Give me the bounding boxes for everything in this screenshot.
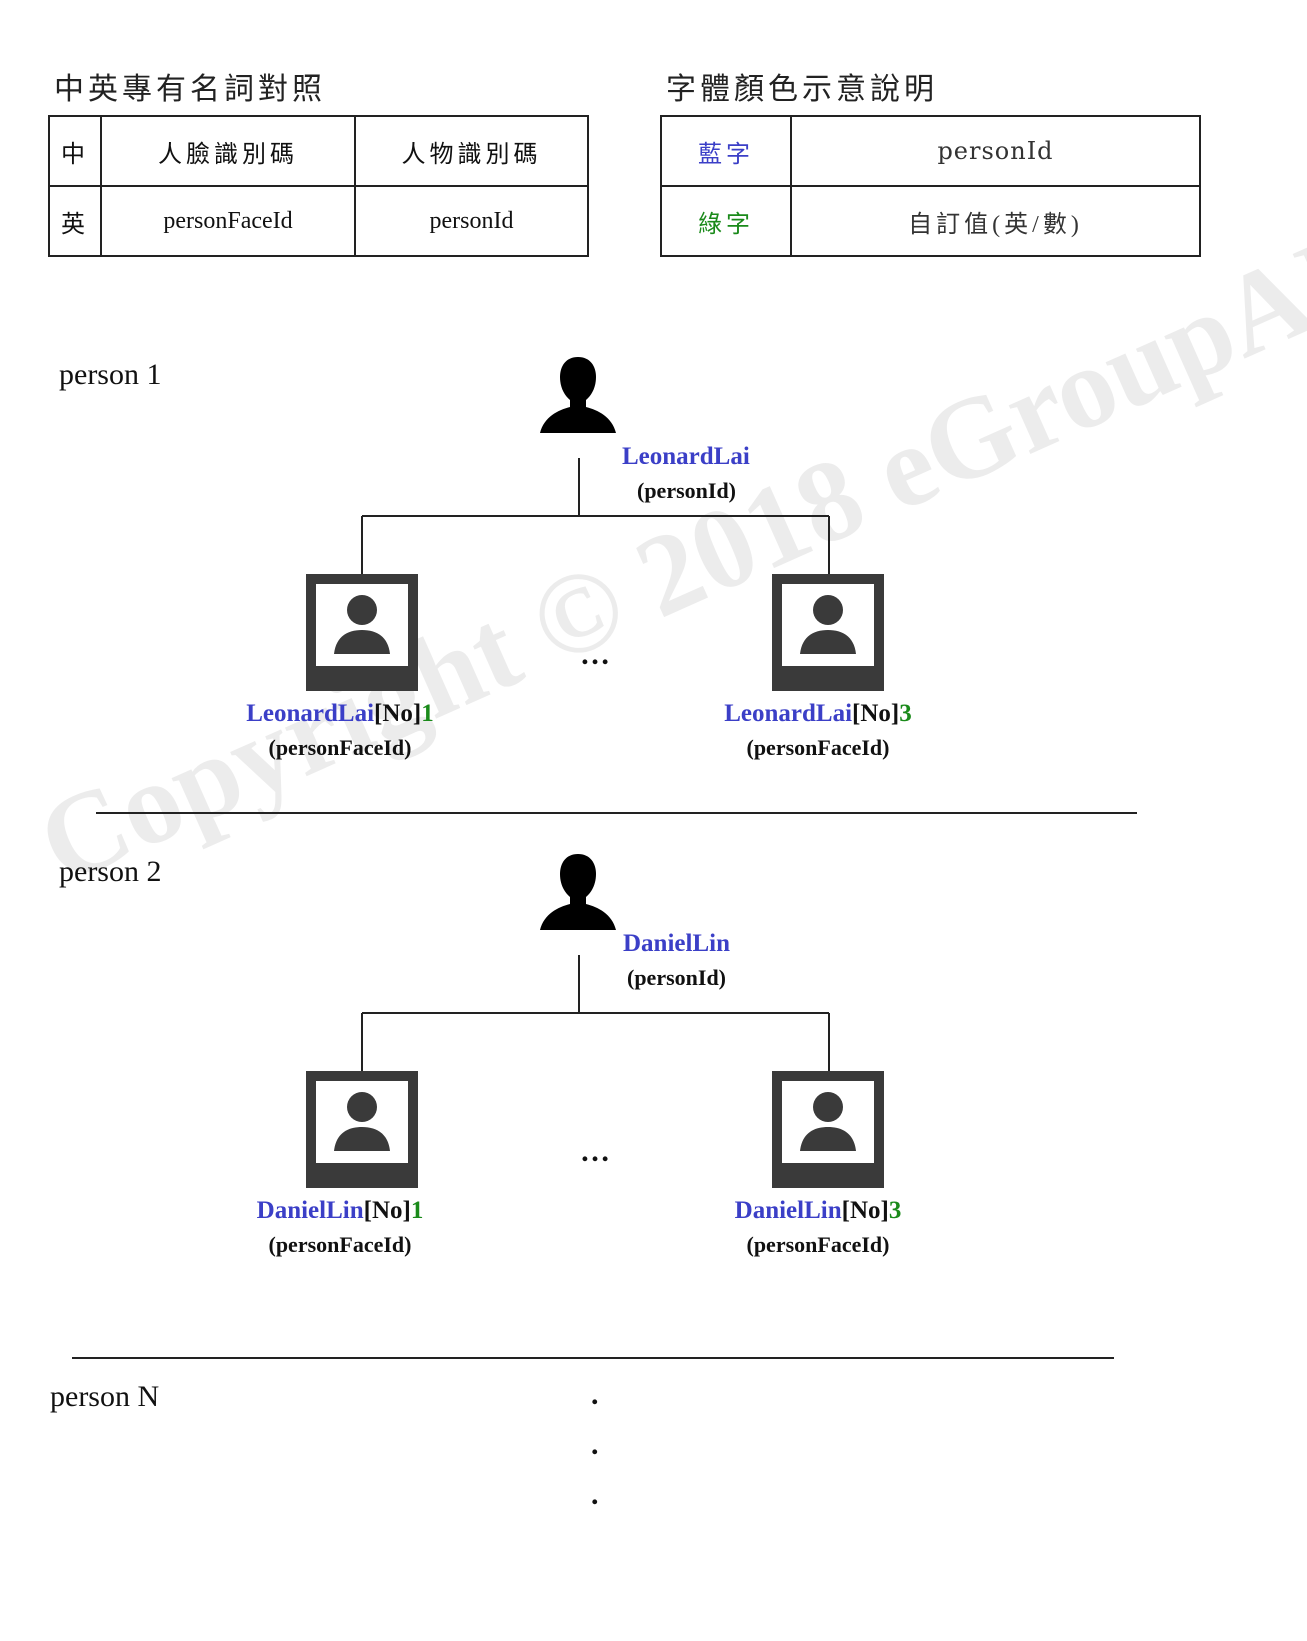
terms-cell: 中: [48, 115, 102, 187]
color-legend-blue: 藍字: [660, 115, 792, 187]
person-1-face-1-type: (personFaceId): [268, 735, 412, 760]
color-row-green: 綠字 自訂值(英/數): [660, 185, 1201, 257]
face-no-tag: [No]: [363, 1197, 411, 1224]
terms-cell: 人臉識別碼: [100, 115, 356, 187]
color-legend-green-desc: 自訂值(英/數): [790, 185, 1201, 257]
face-photo-icon: [306, 574, 418, 691]
face-person-id: DanielLin: [256, 1197, 364, 1224]
face-no-tag: [No]: [841, 1197, 889, 1224]
color-legend-green: 綠字: [660, 185, 792, 257]
ellipsis: …: [580, 638, 610, 671]
face-person-id: LeonardLai: [246, 700, 375, 727]
face-photo-icon: [772, 1071, 884, 1188]
color-table: 藍字 personId 綠字 自訂值(英/數): [660, 115, 1201, 257]
color-row-blue: 藍字 personId: [660, 115, 1201, 187]
terms-row-en: 英 personFaceId personId: [48, 185, 589, 257]
terms-row-zh: 中 人臉識別碼 人物識別碼: [48, 115, 589, 187]
person-2-face-1-caption: DanielLin[No]1: [243, 1197, 437, 1225]
face-number: 3: [899, 700, 912, 727]
vertical-dot: .: [591, 1378, 599, 1411]
person-1-face-3-type: (personFaceId): [746, 735, 890, 760]
person-silhouette-icon: [540, 854, 616, 930]
terms-cell: 英: [48, 185, 102, 257]
terms-cell: 人物識別碼: [354, 115, 589, 187]
color-table-title: 字體顏色示意說明: [666, 73, 938, 106]
person-1-face-3-caption: LeonardLai[No]3: [718, 700, 918, 728]
person-1-id-type: (personId): [637, 478, 737, 503]
face-no-tag: [No]: [374, 700, 422, 727]
person-n-label: person N: [50, 1380, 160, 1413]
terms-table-title: 中英專有名詞對照: [54, 73, 326, 106]
vertical-dot: .: [591, 1478, 599, 1511]
face-no-tag: [No]: [852, 700, 900, 727]
person-2-id: DanielLin: [623, 930, 730, 957]
face-number: 1: [410, 1197, 424, 1224]
color-legend-blue-desc: personId: [790, 115, 1201, 187]
person-1-label: person 1: [59, 358, 162, 391]
face-number: 3: [888, 1197, 902, 1224]
face-person-id: DanielLin: [734, 1197, 842, 1224]
face-number: 1: [421, 700, 434, 727]
person-2-face-1-type: (personFaceId): [268, 1232, 412, 1257]
person-2-face-3-caption: DanielLin[No]3: [718, 1197, 918, 1225]
face-photo-icon: [772, 574, 884, 691]
face-photo-icon: [306, 1071, 418, 1188]
face-person-id: LeonardLai: [724, 700, 853, 727]
vertical-dot: .: [591, 1428, 599, 1461]
terms-table: 中 人臉識別碼 人物識別碼 英 personFaceId personId: [48, 115, 589, 257]
person-1-id: LeonardLai: [622, 443, 750, 470]
person-2-id-type: (personId): [627, 965, 727, 990]
person-1-face-1-caption: LeonardLai[No]1: [243, 700, 437, 728]
person-2-face-3-type: (personFaceId): [746, 1232, 890, 1257]
ellipsis: …: [580, 1135, 610, 1168]
person-silhouette-icon: [540, 357, 616, 433]
terms-cell: personFaceId: [100, 185, 356, 257]
person-2-label: person 2: [59, 855, 162, 888]
terms-cell: personId: [354, 185, 589, 257]
